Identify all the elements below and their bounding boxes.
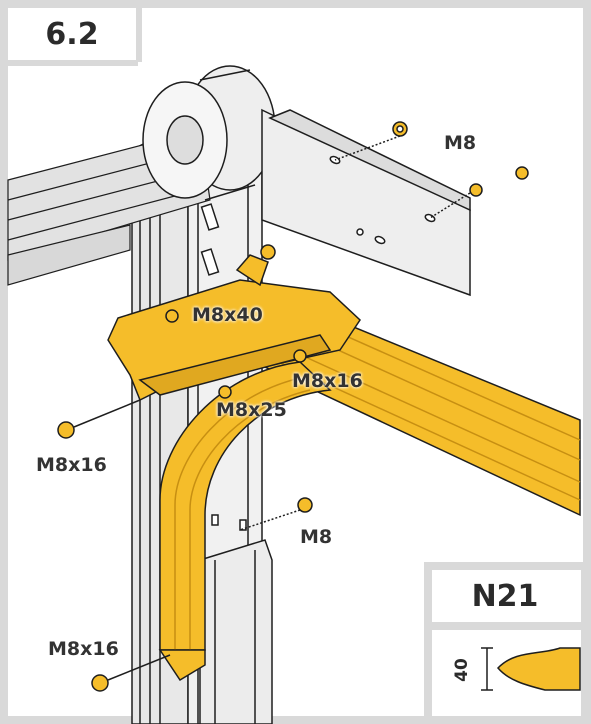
label-nut-upper: M8 <box>444 132 477 154</box>
label-bolt-lower: M8x25 <box>216 399 287 421</box>
fastener-bolt-bottom <box>91 654 171 692</box>
label-nut-lower: M8 <box>300 526 333 548</box>
label-bolt-left: M8x16 <box>36 454 107 476</box>
track-profile-shape <box>496 647 581 691</box>
bottom-bracket <box>199 539 273 724</box>
inset-title: N21 <box>471 578 539 614</box>
mounting-plate <box>261 108 471 297</box>
inset-dimension: 40 <box>452 658 472 682</box>
label-bolt-bottom: M8x16 <box>48 638 119 660</box>
cable-drum <box>142 65 276 201</box>
curved-track <box>158 361 332 682</box>
label-bolt-middle: M8x16 <box>292 370 363 392</box>
fastener-nut-lower <box>239 497 313 531</box>
fastener-nut-upper <box>334 121 408 161</box>
fastener-bolt-m8x25 <box>218 349 307 399</box>
fastener-bolt-m8x40 <box>165 244 276 323</box>
fastener-bolt-left <box>57 399 141 439</box>
step-number: 6.2 <box>8 8 136 60</box>
label-bolt-top: M8x40 <box>192 304 263 326</box>
fastener-nut-right <box>429 166 529 219</box>
profile-inset <box>424 562 589 724</box>
